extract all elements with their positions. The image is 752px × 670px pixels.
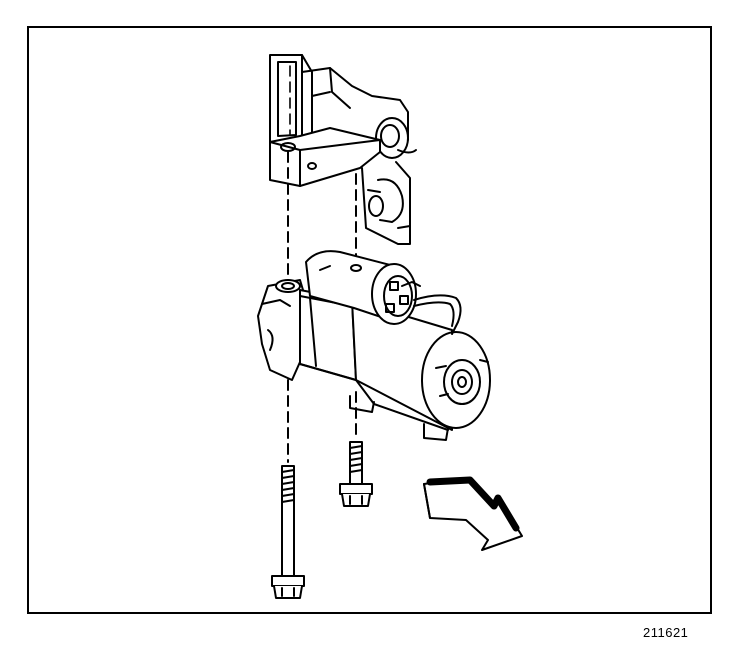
solenoid xyxy=(305,250,462,335)
figure-number: 211621 xyxy=(643,625,689,640)
front-direction-arrow xyxy=(423,476,523,551)
long-mounting-bolt xyxy=(271,379,305,599)
mounting-bracket xyxy=(269,54,417,283)
illustration-frame xyxy=(27,26,712,614)
short-mounting-bolt xyxy=(339,391,373,507)
